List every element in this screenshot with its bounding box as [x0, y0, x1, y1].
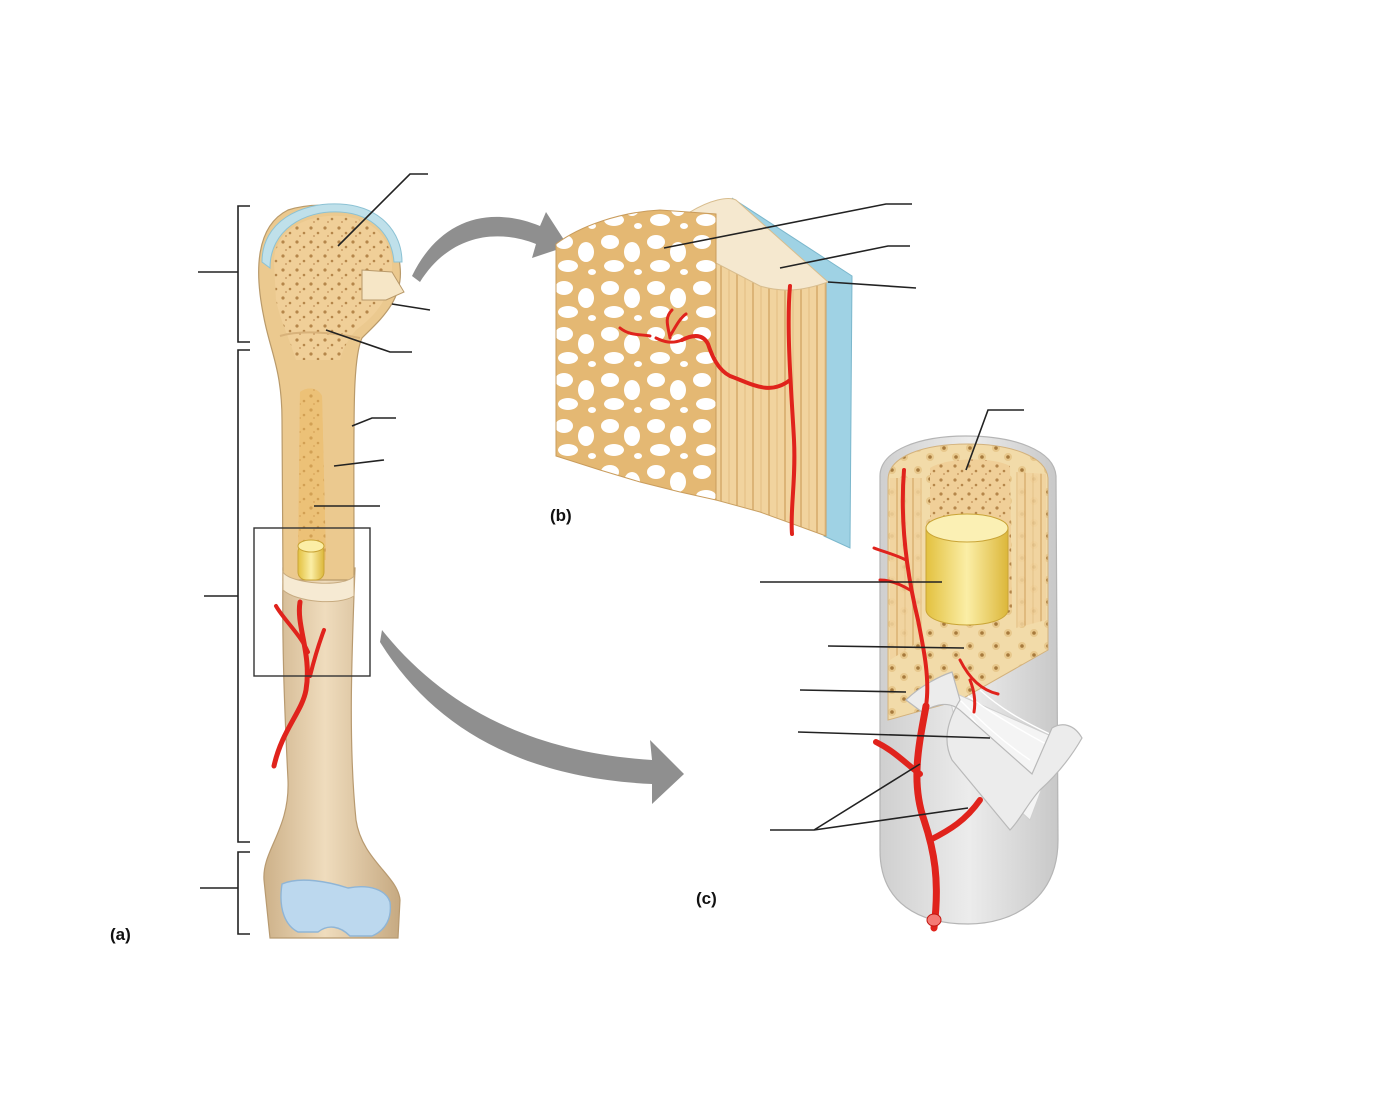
- compact-bone-c-leader: [827, 645, 965, 649]
- distal-cartilage: [280, 879, 392, 937]
- marrow-top: [297, 539, 325, 553]
- nutrient-artery-a3: [308, 628, 326, 678]
- artery-c-lumen: [926, 913, 942, 927]
- artery-c-upper: [900, 468, 930, 708]
- epiphyseal-line-leader: [325, 329, 412, 353]
- head-notch: [361, 269, 405, 301]
- artery-b-small: [618, 308, 688, 344]
- spongy-bone-leader: [337, 173, 428, 247]
- nutrient-artery-a2: [274, 604, 310, 654]
- spongy-bone-block: [555, 197, 853, 549]
- compact-top-surface: [689, 198, 829, 291]
- leaders-a: [314, 173, 431, 507]
- artery-b-vertical: [786, 284, 797, 536]
- lamellar-left: [890, 478, 922, 660]
- artery-c-inner: [958, 658, 1000, 714]
- long-bone: [253, 203, 405, 939]
- artery-c-main: [913, 702, 940, 932]
- spongy-bone-head: [274, 215, 392, 360]
- compact-bone-leader: [333, 459, 385, 467]
- epiphyseal-line: [279, 331, 361, 339]
- distal-epiphysis-bracket: [200, 851, 250, 935]
- shaft-section: [872, 435, 1083, 932]
- panel-a-label: (a): [110, 925, 131, 944]
- periosteum-leader: [351, 417, 396, 427]
- medullary-texture: [298, 388, 326, 560]
- proximal-epiphysis-bracket: [198, 205, 250, 343]
- shaft-cut-surface: [282, 570, 355, 603]
- trabeculae-block: [555, 209, 717, 501]
- periosteum-c-leader: [799, 689, 907, 693]
- periosteum-b-leader: [827, 281, 917, 289]
- osteon-leader: [965, 409, 1024, 471]
- sharpeys-fibers-leader: [797, 731, 991, 739]
- zoom-arrow-upper: [412, 212, 568, 282]
- artery-c-branch-left: [873, 739, 923, 777]
- trabeculae-leader: [663, 203, 912, 249]
- periosteum-flap: [905, 671, 1083, 831]
- region-brackets: [198, 205, 250, 935]
- panel-c-label: (c): [696, 889, 717, 908]
- zoom-box: [253, 527, 371, 677]
- artery-b-branch: [680, 334, 792, 390]
- lamellar-right: [1016, 472, 1046, 628]
- compact-bone-b-leader: [779, 245, 910, 269]
- bone-shaft-lower: [263, 567, 401, 939]
- panel-b-label: (b): [550, 506, 572, 525]
- marrow-cylinder-top: [925, 513, 1009, 543]
- leaders-b: [663, 203, 917, 289]
- nutrient-artery-a1: [271, 599, 310, 769]
- zoom-arrow-lower: [380, 630, 684, 804]
- nutrient-arteries-leader: [770, 763, 969, 831]
- articular-cartilage-leader: [391, 303, 431, 311]
- artery-c-branch-right: [927, 797, 983, 843]
- diaphysis-bracket: [204, 349, 250, 843]
- articular-cartilage: [261, 203, 403, 269]
- leaders-c: [760, 409, 1024, 831]
